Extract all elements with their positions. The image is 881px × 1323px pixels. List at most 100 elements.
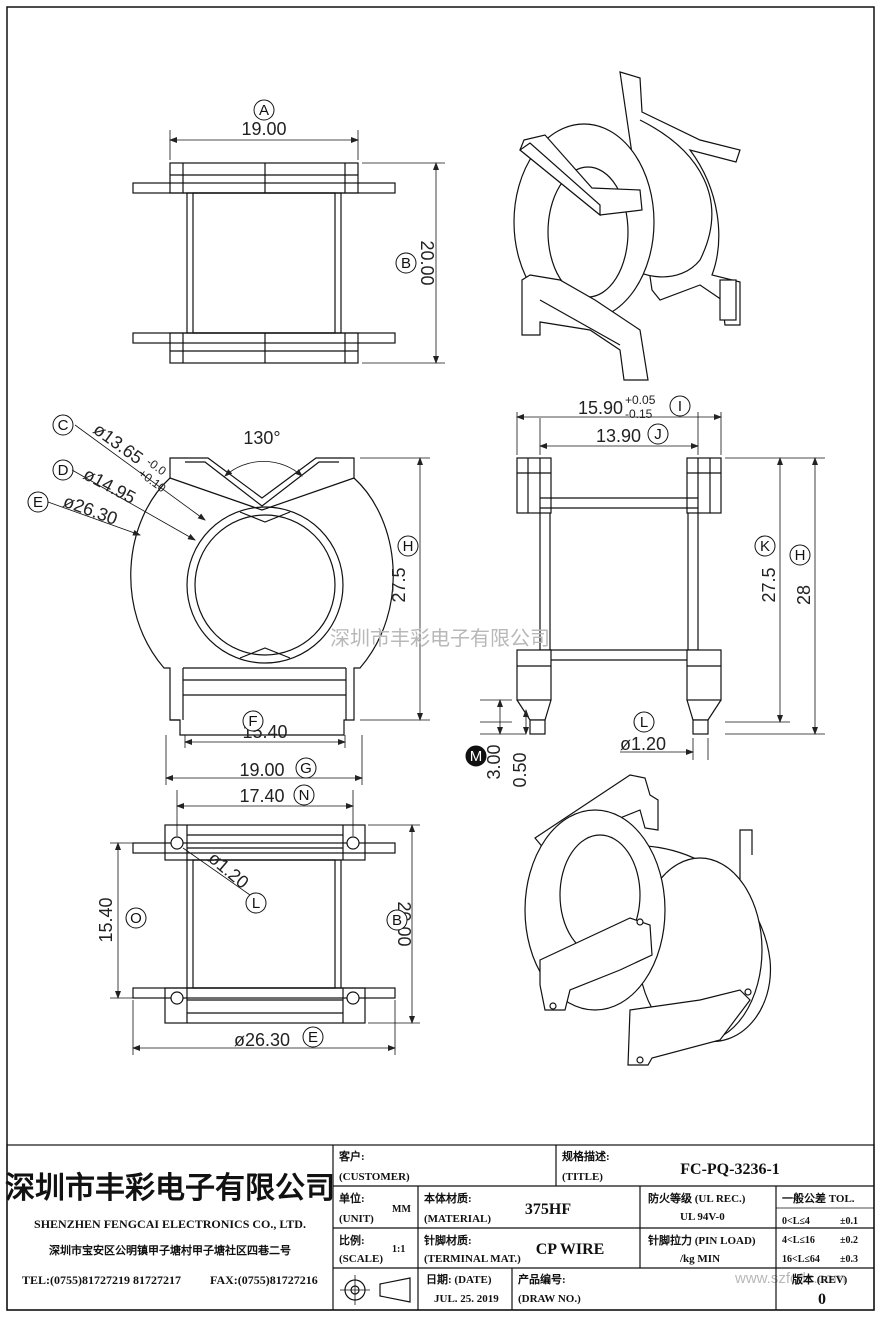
drawno-label-en: (DRAW NO.): [518, 1293, 581, 1305]
pinload-value: /kg MIN: [679, 1253, 720, 1265]
watermark-center: 深圳市丰彩电子有限公司: [330, 626, 550, 650]
tol-value-1: ±0.1: [840, 1216, 858, 1227]
isometric-view-bottom: [524, 774, 772, 1066]
tol-value-2: ±0.2: [840, 1235, 858, 1246]
bottom-overall-dim: ø26.30: [234, 1030, 290, 1050]
tolerance-title: 一般公差 TOL.: [782, 1191, 855, 1205]
front-view: [47, 424, 430, 785]
tag-bubble-l: L: [633, 711, 655, 733]
tag-bubble-d: D: [52, 459, 74, 481]
svg-text:L: L: [640, 714, 648, 731]
svg-text:M: M: [470, 748, 483, 765]
unit-value: MM: [392, 1204, 411, 1215]
svg-text:D: D: [58, 462, 69, 479]
terminal-value: CP WIRE: [536, 1241, 605, 1258]
side-view: [480, 412, 825, 760]
customer-label-en: (CUSTOMER): [339, 1171, 410, 1183]
flame-value: UL 94V-0: [680, 1211, 725, 1223]
date-label: 日期: (DATE): [426, 1272, 492, 1286]
tag-bubble-g: G: [295, 757, 317, 779]
tol-range-1: 0<L≤4: [782, 1216, 810, 1227]
svg-text:I: I: [678, 398, 682, 415]
side-pin-tip-dim: 0.50: [510, 752, 530, 787]
material-label-en: (MATERIAL): [424, 1213, 491, 1225]
tag-bubble-c: C: [52, 414, 74, 436]
top-height-dim: 20.00: [417, 240, 437, 285]
svg-text:C: C: [58, 417, 69, 434]
side-pin-dia-dim: ø1.20: [620, 734, 666, 754]
drawno-label-cn: 产品编号:: [518, 1272, 566, 1286]
top-view: [132, 130, 445, 364]
title-label-en: (TITLE): [562, 1171, 603, 1183]
svg-text:-0.15: -0.15: [625, 407, 653, 421]
company-name-cn: 深圳市丰彩电子有限公司: [5, 1171, 335, 1206]
svg-text:B: B: [392, 912, 402, 929]
title-value: FC-PQ-3236-1: [680, 1161, 780, 1178]
tol-range-3: 16<L≤64: [782, 1254, 820, 1265]
tag-bubble-b: B: [395, 252, 417, 274]
company-tel: TEL:(0755)81727219 81727217: [22, 1273, 181, 1287]
svg-text:E: E: [308, 1029, 318, 1046]
tag-bubble-k: K: [754, 535, 776, 557]
unit-label-en: (UNIT): [339, 1213, 374, 1225]
bottom-view: [110, 790, 420, 1055]
side-outer-dim: 15.90 +0.05 -0.15: [578, 393, 656, 421]
terminal-label-cn: 针脚材质:: [424, 1233, 472, 1247]
title-block: [6, 1144, 875, 1311]
tag-bubble-n: N: [293, 784, 315, 806]
tag-bubble-m: M: [465, 745, 487, 767]
terminal-label-en: (TERMINAL MAT.): [424, 1253, 521, 1265]
bottom-pin-dia-dim: ø1.20: [204, 848, 252, 893]
svg-text:O: O: [130, 910, 142, 927]
title-label-cn: 规格描述:: [562, 1149, 610, 1163]
side-h2-dim: 28: [794, 585, 814, 605]
tol-range-2: 4<L≤16: [782, 1235, 815, 1246]
svg-text:+0.05: +0.05: [625, 393, 656, 407]
svg-text:K: K: [760, 538, 770, 555]
tag-bubble-a: A: [253, 99, 275, 121]
svg-text:H: H: [403, 538, 414, 555]
bottom-height-dim: 15.40: [96, 897, 116, 942]
tag-bubble-e-bottom: E: [302, 1026, 324, 1048]
svg-text:ø13.65: ø13.65: [90, 419, 147, 468]
svg-text:N: N: [299, 787, 310, 804]
svg-text:L: L: [252, 895, 260, 912]
side-h1-dim: 27.5: [759, 567, 779, 602]
side-inner-dim: 13.90: [596, 426, 641, 446]
unit-label-cn: 单位:: [339, 1191, 365, 1205]
tag-bubble-o: O: [125, 907, 147, 929]
front-height-dim: 27.5: [389, 567, 409, 602]
revision-value: 0: [818, 1291, 826, 1308]
pinload-label: 针脚拉力 (PIN LOAD): [648, 1233, 756, 1247]
tag-bubble-h-side: H: [789, 544, 811, 566]
bottom-width-dim: 17.40: [239, 786, 284, 806]
drawing-border: [6, 6, 875, 1311]
scale-label-cn: 比例:: [339, 1233, 365, 1247]
company-address: 深圳市宝安区公明镇甲子塘村甲子塘社区四巷二号: [49, 1243, 291, 1257]
svg-text:E: E: [33, 494, 43, 511]
tag-bubble-f: F: [242, 710, 264, 732]
front-width-dim: 19.00: [239, 760, 284, 780]
angle-dim: 130°: [243, 428, 280, 448]
customer-label-cn: 客户:: [338, 1149, 365, 1163]
side-pin-len-dim: 3.00: [484, 744, 504, 779]
svg-text:G: G: [300, 760, 312, 777]
svg-text:J: J: [654, 426, 662, 443]
tag-bubble-b-bottom: B: [386, 909, 408, 931]
material-value: 375HF: [525, 1201, 571, 1218]
svg-text:H: H: [795, 547, 806, 564]
watermark-corner: www.szfcdz.com: [734, 1270, 846, 1287]
flame-label: 防火等级 (UL REC.): [648, 1191, 746, 1205]
svg-text:B: B: [401, 255, 411, 272]
date-value: JUL. 25. 2019: [434, 1293, 499, 1305]
revision-label: 版本 (REV): [792, 1272, 848, 1286]
tag-bubble-e: E: [27, 491, 49, 513]
tag-bubble-j: J: [647, 423, 669, 445]
material-label-cn: 本体材质:: [424, 1191, 472, 1205]
svg-text:A: A: [259, 102, 269, 119]
svg-text:15.90: 15.90: [578, 398, 623, 418]
tag-bubble-l-bottom: L: [245, 892, 267, 914]
scale-value: 1:1: [392, 1244, 405, 1255]
tag-bubble-h: H: [397, 535, 419, 557]
